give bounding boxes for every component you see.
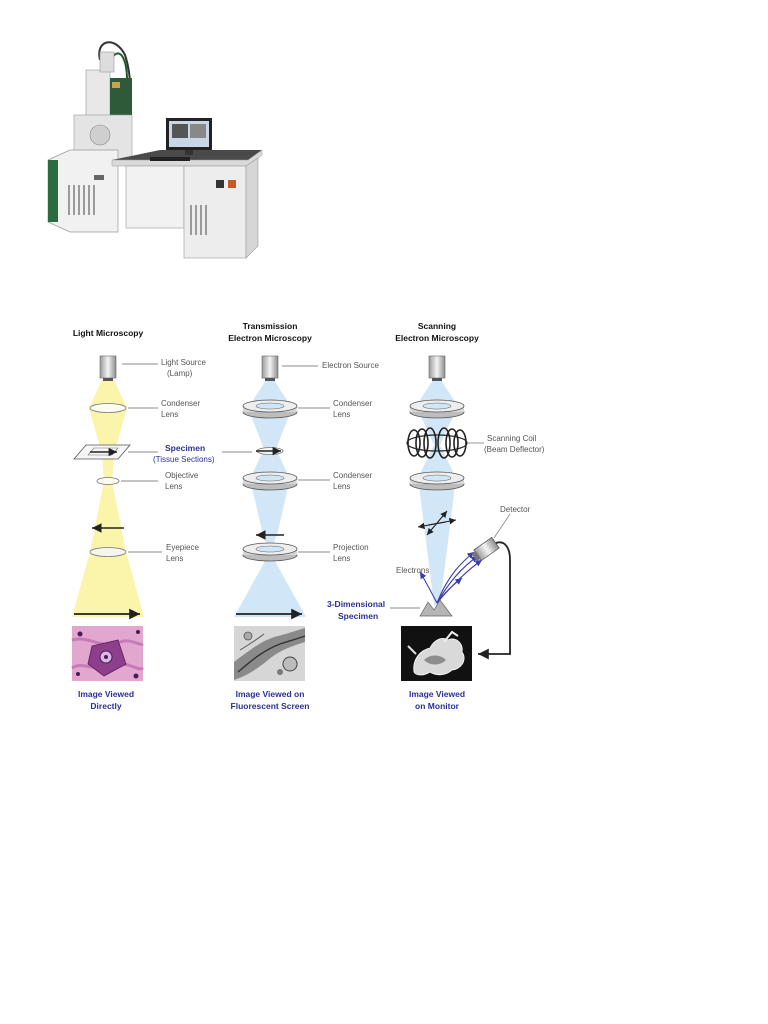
label-projection-lens: Lens	[333, 554, 350, 563]
detector-icon	[471, 536, 500, 562]
tem-column: Electron Source Condenser Lens Condenser…	[222, 355, 379, 711]
emitted-electrons-arrows	[419, 551, 483, 604]
electron-source-icon	[261, 355, 279, 381]
label-3d-specimen-line2: Specimen	[338, 611, 378, 621]
label-scanning-coil: Scanning Coil	[487, 434, 537, 443]
header-light-microscopy: Light Microscopy	[73, 328, 144, 338]
label-light-condenser-lens: Lens	[161, 410, 178, 419]
light-beam	[72, 380, 144, 617]
header-tem-line2: Electron Microscopy	[228, 333, 312, 343]
label-light-source: Light Source	[161, 358, 206, 367]
label-electrons: Electrons	[396, 566, 429, 575]
sem-condenser-lens-icon	[409, 399, 465, 419]
label-tissue-sections: (Tissue Sections)	[153, 455, 215, 464]
tem-micrograph-image	[234, 626, 306, 681]
label-tem-condenser-2: Condenser	[333, 471, 372, 480]
label-3d-specimen: 3-Dimensional	[327, 599, 385, 609]
sem-instrument-photo	[47, 41, 263, 259]
label-specimen: Specimen	[165, 443, 205, 453]
tem-electron-beam	[234, 380, 306, 617]
label-beam-deflector: (Beam Deflector)	[484, 445, 545, 454]
label-detector: Detector	[500, 505, 531, 514]
eyepiece-lens-icon	[89, 547, 127, 557]
sem-specimen-icon	[419, 599, 453, 617]
scanning-coil-icon	[406, 427, 468, 459]
label-eyepiece-lens: Lens	[166, 554, 183, 563]
light-condenser-lens-icon	[89, 403, 127, 413]
sem-electron-source-icon	[428, 355, 446, 381]
caption-sem-line1: Image Viewed	[409, 689, 465, 699]
caption-light-line2: Directly	[90, 701, 121, 711]
tem-objective-lens-icon	[242, 471, 298, 491]
label-tem-condenser-2-lens: Lens	[333, 482, 350, 491]
sem-condenser-lens-2-icon	[409, 471, 465, 491]
header-sem-line2: Electron Microscopy	[395, 333, 479, 343]
header-sem-line1: Scanning	[418, 321, 456, 331]
label-tem-condenser: Condenser	[333, 399, 372, 408]
detector-cable	[478, 541, 511, 660]
caption-tem-line2: Fluorescent Screen	[231, 701, 310, 711]
label-objective: Objective	[165, 471, 199, 480]
light-microscopy-column: Light Source (Lamp) Condenser Lens Speci…	[71, 355, 215, 711]
light-micrograph-image	[71, 626, 144, 681]
tem-projection-lens-icon	[242, 542, 298, 562]
label-projection: Projection	[333, 543, 369, 552]
label-lamp: (Lamp)	[167, 369, 193, 378]
scan-direction-arrows-icon	[417, 510, 457, 536]
tem-condenser-lens-icon	[242, 399, 298, 419]
label-electron-source: Electron Source	[322, 361, 379, 370]
label-tem-condenser-lens: Lens	[333, 410, 350, 419]
caption-light-line1: Image Viewed	[78, 689, 134, 699]
sem-electron-beam	[416, 380, 458, 605]
sem-column: Detector Electrons Scanning Coil (Beam D…	[327, 355, 545, 711]
sem-micrograph-image	[401, 626, 472, 681]
label-eyepiece: Eyepiece	[166, 543, 199, 552]
lamp-icon	[99, 355, 117, 381]
label-light-condenser: Condenser	[161, 399, 200, 408]
header-tem-line1: Transmission	[243, 321, 298, 331]
objective-lens-icon	[96, 477, 120, 485]
label-objective-lens: Lens	[165, 482, 182, 491]
caption-tem-line1: Image Viewed on	[236, 689, 305, 699]
specimen-slide-icon	[73, 444, 131, 460]
caption-sem-line2: on Monitor	[415, 701, 460, 711]
column-headers: Light Microscopy Transmission Electron M…	[73, 321, 479, 343]
